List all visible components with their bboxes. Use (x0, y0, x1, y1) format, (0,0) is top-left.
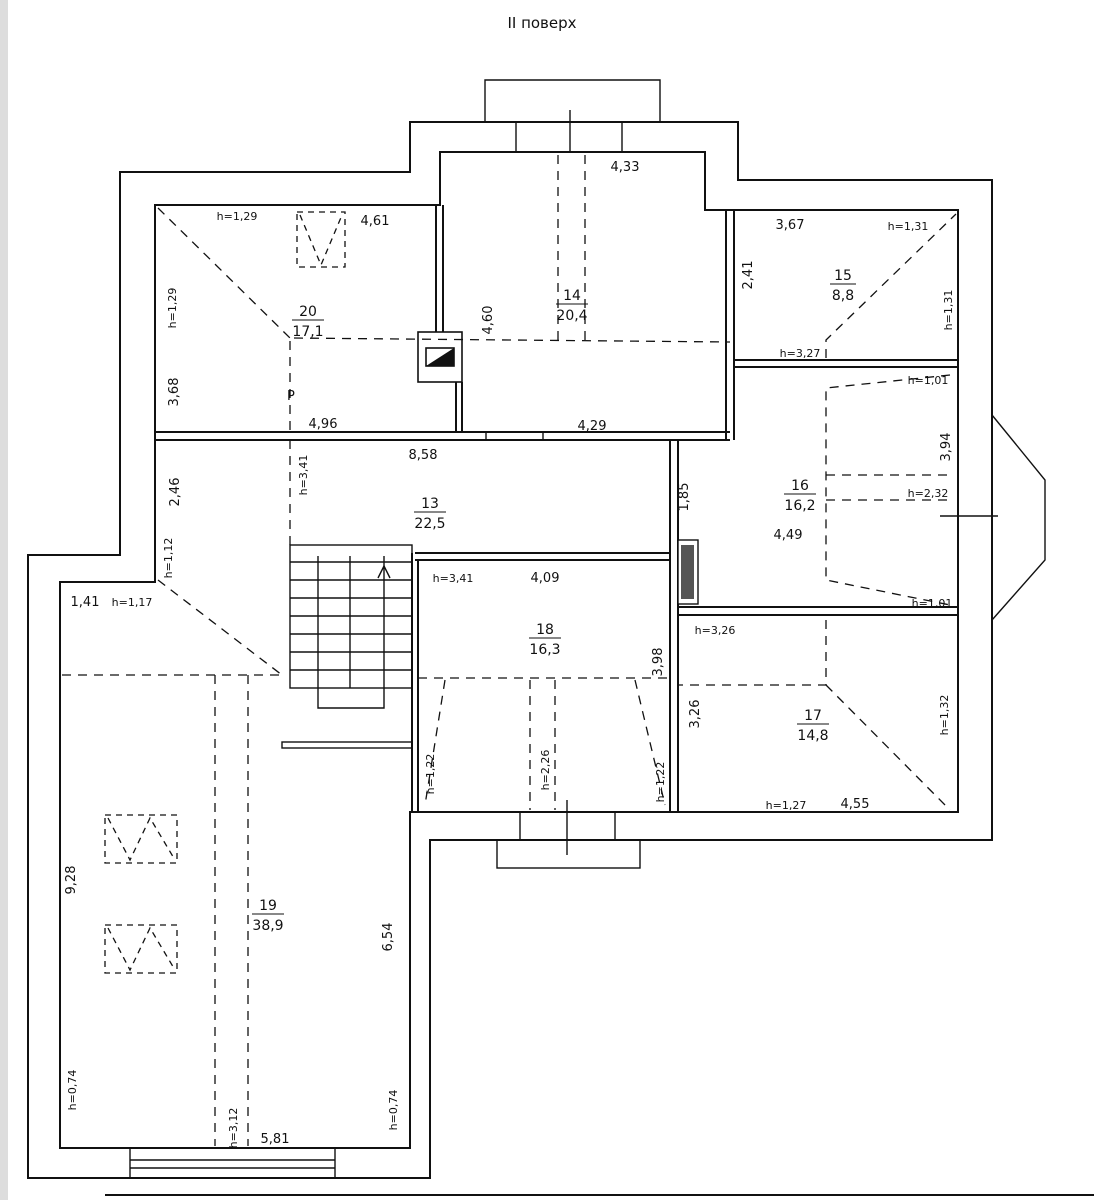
svg-text:16,2: 16,2 (784, 498, 815, 514)
svg-text:17,1: 17,1 (292, 324, 323, 340)
svg-text:h=1,22: h=1,22 (654, 762, 667, 803)
inner-wall (59, 151, 959, 1149)
room-17: 17 14,8 (797, 708, 829, 744)
svg-text:3,67: 3,67 (776, 218, 805, 233)
room-20: 20 17,1 (292, 304, 324, 340)
svg-text:h=3,27: h=3,27 (780, 347, 821, 360)
svg-text:14,8: 14,8 (797, 728, 828, 744)
outer-wall (27, 121, 993, 1179)
svg-text:h=1,01: h=1,01 (912, 597, 953, 610)
svg-text:8,58: 8,58 (409, 448, 438, 463)
svg-text:1,41: 1,41 (71, 595, 100, 610)
svg-text:13: 13 (421, 496, 439, 512)
svg-text:16: 16 (791, 478, 809, 494)
svg-text:3,68: 3,68 (167, 378, 182, 407)
svg-text:h=2,32: h=2,32 (908, 487, 949, 500)
svg-text:8,8: 8,8 (832, 288, 854, 304)
svg-text:h=1,27: h=1,27 (766, 799, 807, 812)
svg-text:h=3,26: h=3,26 (695, 624, 736, 637)
height-labels: h=1,29 h=1,31 h=3,27 h=1,01 h=2,32 h=1,0… (66, 210, 955, 1148)
svg-text:5,81: 5,81 (261, 1132, 290, 1147)
room-19: 19 38,9 (252, 898, 284, 934)
svg-text:15: 15 (834, 268, 852, 284)
svg-text:4,55: 4,55 (841, 797, 870, 812)
svg-text:h=1,01: h=1,01 (908, 374, 949, 387)
svg-text:h=3,41: h=3,41 (297, 455, 310, 496)
room-13: 13 22,5 (414, 496, 446, 532)
svg-text:38,9: 38,9 (252, 918, 283, 934)
riser-label: P (287, 389, 295, 404)
svg-text:16,3: 16,3 (529, 642, 560, 658)
room-16: 16 16,2 (784, 478, 816, 514)
svg-text:20,4: 20,4 (556, 308, 587, 324)
room-15: 158,8 (830, 268, 856, 304)
svg-text:3,94: 3,94 (939, 433, 954, 462)
entrance-steps (129, 800, 641, 1179)
svg-text:3,98: 3,98 (651, 648, 666, 677)
svg-text:h=1,31: h=1,31 (888, 220, 929, 233)
svg-text:h=1,32: h=1,32 (938, 695, 951, 736)
svg-text:h=0,74: h=0,74 (66, 1070, 79, 1111)
svg-text:4,60: 4,60 (481, 306, 496, 335)
svg-text:1,85: 1,85 (677, 483, 692, 512)
interior-walls (155, 205, 958, 812)
svg-text:3,26: 3,26 (688, 700, 703, 729)
svg-text:6,54: 6,54 (381, 923, 396, 952)
svg-text:h=1,29: h=1,29 (166, 288, 179, 329)
top-porch (484, 79, 661, 122)
svg-text:h=1,22: h=1,22 (424, 754, 437, 795)
room-14: 14 20,4 (556, 288, 588, 324)
svg-text:h=3,41: h=3,41 (433, 572, 474, 585)
svg-text:4,29: 4,29 (578, 419, 607, 434)
svg-text:20: 20 (299, 304, 317, 320)
svg-text:19: 19 (259, 898, 277, 914)
svg-text:4,49: 4,49 (774, 528, 803, 543)
svg-text:9,28: 9,28 (64, 866, 79, 895)
bay-window (991, 414, 1046, 621)
svg-text:4,33: 4,33 (611, 160, 640, 175)
svg-text:h=1,17: h=1,17 (112, 596, 153, 609)
svg-text:2,46: 2,46 (168, 478, 183, 507)
roof-slope-lines (62, 155, 957, 1146)
plan-title: II поверх (507, 14, 576, 32)
svg-text:4,09: 4,09 (531, 571, 560, 586)
svg-text:14: 14 (563, 288, 581, 304)
vent-grid-icon (677, 539, 699, 605)
svg-text:h=1,31: h=1,31 (942, 290, 955, 331)
svg-text:18: 18 (536, 622, 554, 638)
room-18: 18 16,3 (529, 622, 561, 658)
svg-text:h=1,12: h=1,12 (162, 538, 175, 579)
svg-text:22,5: 22,5 (414, 516, 445, 532)
svg-text:4,96: 4,96 (309, 417, 338, 432)
skylight-icon (104, 211, 346, 974)
svg-text:h=0,74: h=0,74 (387, 1090, 400, 1131)
svg-text:h=3,12: h=3,12 (227, 1108, 240, 1149)
chimney-icon (417, 331, 463, 383)
svg-text:h=2,26: h=2,26 (539, 750, 552, 791)
svg-text:2,41: 2,41 (741, 261, 756, 290)
svg-text:4,61: 4,61 (361, 214, 390, 229)
svg-text:h=1,29: h=1,29 (217, 210, 258, 223)
staircase (281, 544, 413, 749)
dimension-labels: 4,61 4,33 3,67 4,96 4,29 8,58 4,09 4,49 … (64, 160, 954, 1147)
svg-text:17: 17 (804, 708, 822, 724)
